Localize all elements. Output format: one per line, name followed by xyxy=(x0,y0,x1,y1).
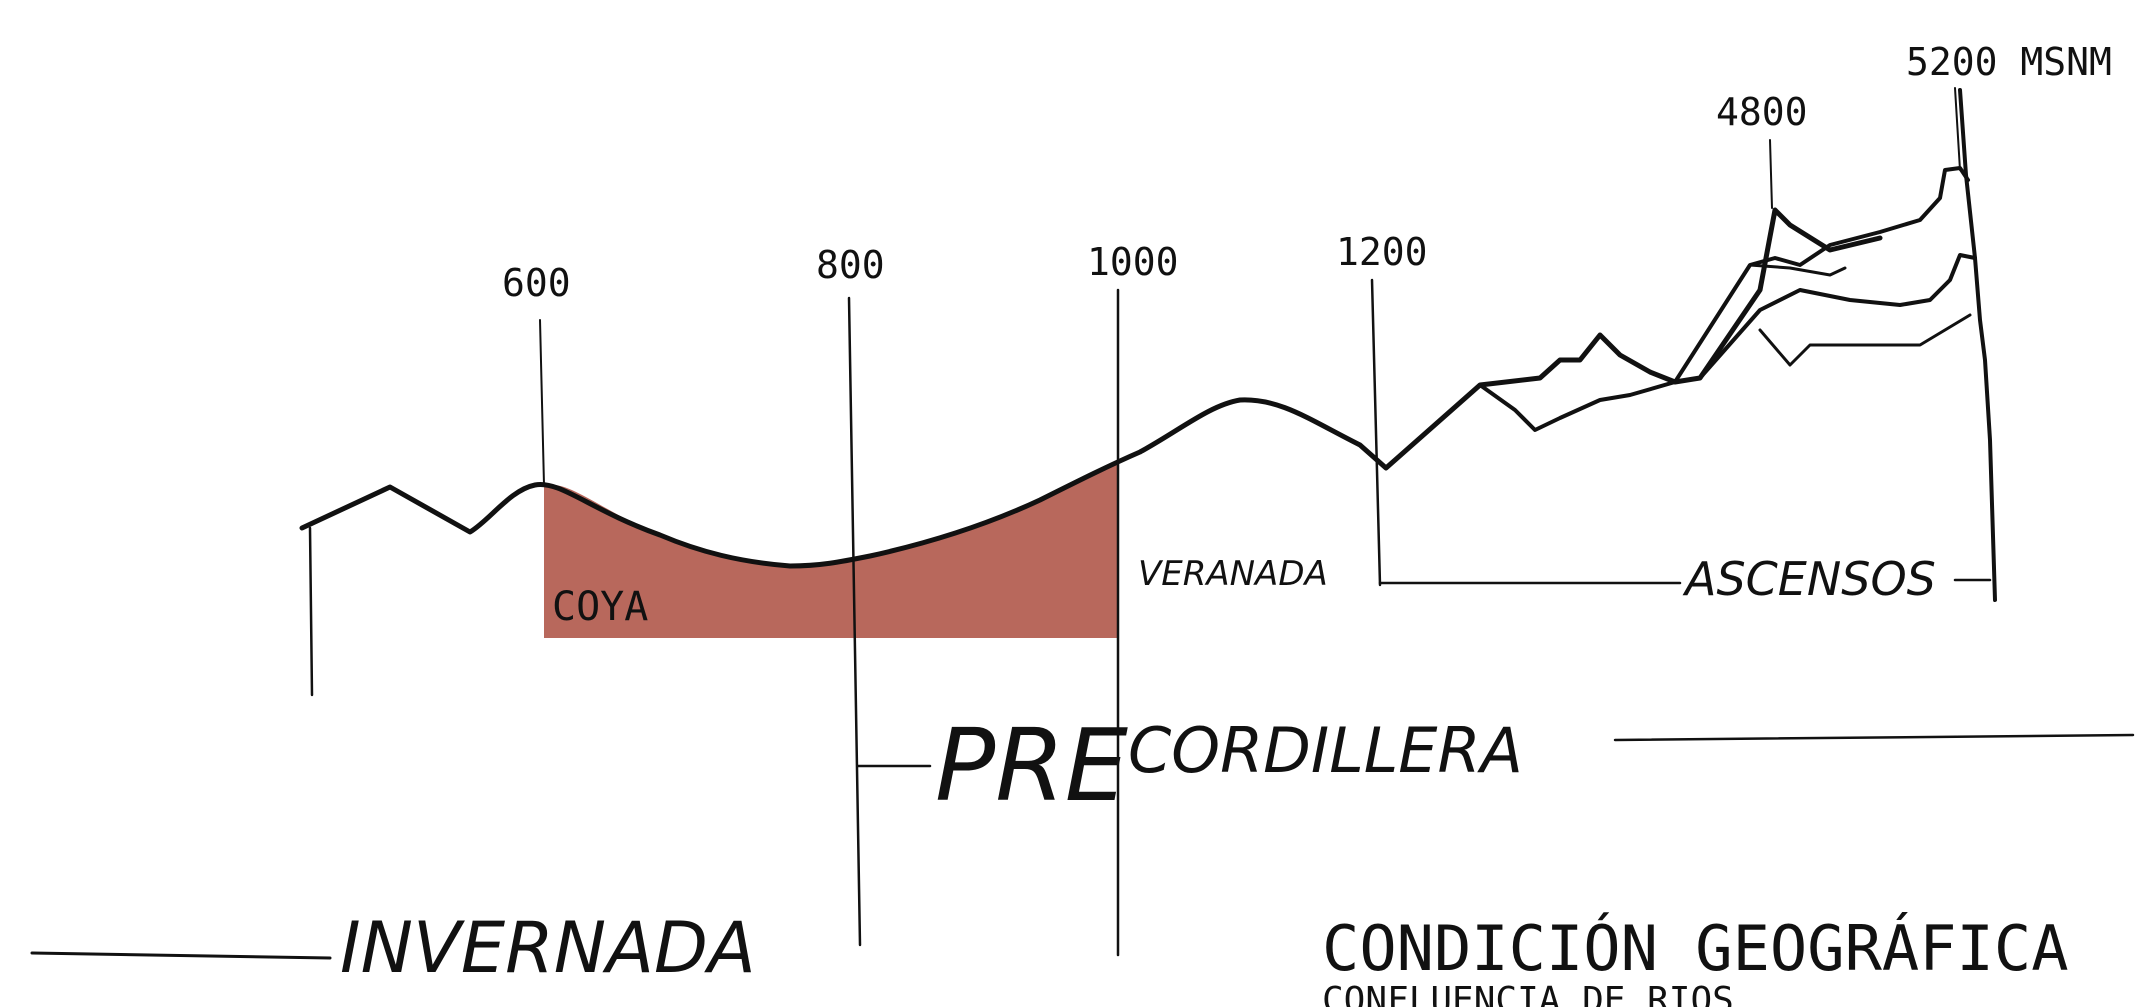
mountain-strata-2 xyxy=(1673,166,1970,384)
elevation-label-5200: 5200 MSNM xyxy=(1906,40,2112,84)
marker-line-800 xyxy=(847,296,862,947)
elevation-label-1000: 1000 xyxy=(1087,240,1179,284)
elevation-label-4800: 4800 xyxy=(1716,90,1808,134)
zone-label-coya: COYA xyxy=(552,584,648,630)
page-title: CONDICIÓN GEOGRÁFICA xyxy=(1322,912,2069,985)
left-boundary-line xyxy=(308,526,314,697)
coya-zone-shading xyxy=(544,460,1118,638)
zone-label-precordillera-rest: CORDILLERA xyxy=(1128,714,1523,787)
elevation-label-800: 800 xyxy=(816,243,885,287)
zone-label-veranada: VERANADA xyxy=(1138,554,1328,594)
marker-line-600 xyxy=(539,319,545,486)
mountain-strata-5 xyxy=(1748,263,1847,277)
invernada-leader-line xyxy=(30,951,332,960)
right-edge-line xyxy=(1958,88,1997,602)
zone-label-precordillera-pre: PRE xyxy=(935,707,1128,824)
terrain-profile-line xyxy=(299,207,1883,569)
elevation-label-600: 600 xyxy=(502,261,571,305)
precordillera-bracket xyxy=(856,733,2135,768)
ascensos-bracket xyxy=(1378,578,1992,585)
marker-line-4800 xyxy=(1769,139,1773,209)
marker-line-1200 xyxy=(1370,278,1382,587)
elevation-label-1200: 1200 xyxy=(1336,230,1428,274)
mountain-strata-3 xyxy=(1698,253,1977,380)
marker-line-5200 xyxy=(1954,87,1961,171)
zone-label-invernada: INVERNADA xyxy=(340,907,756,989)
mountain-strata-1 xyxy=(1478,380,1677,432)
zone-label-ascensos: ASCENSOS xyxy=(1682,552,1936,606)
mountain-strata-4 xyxy=(1758,313,1972,367)
page-subtitle: CONFLUENCIA DE RIOS xyxy=(1322,980,1734,1007)
